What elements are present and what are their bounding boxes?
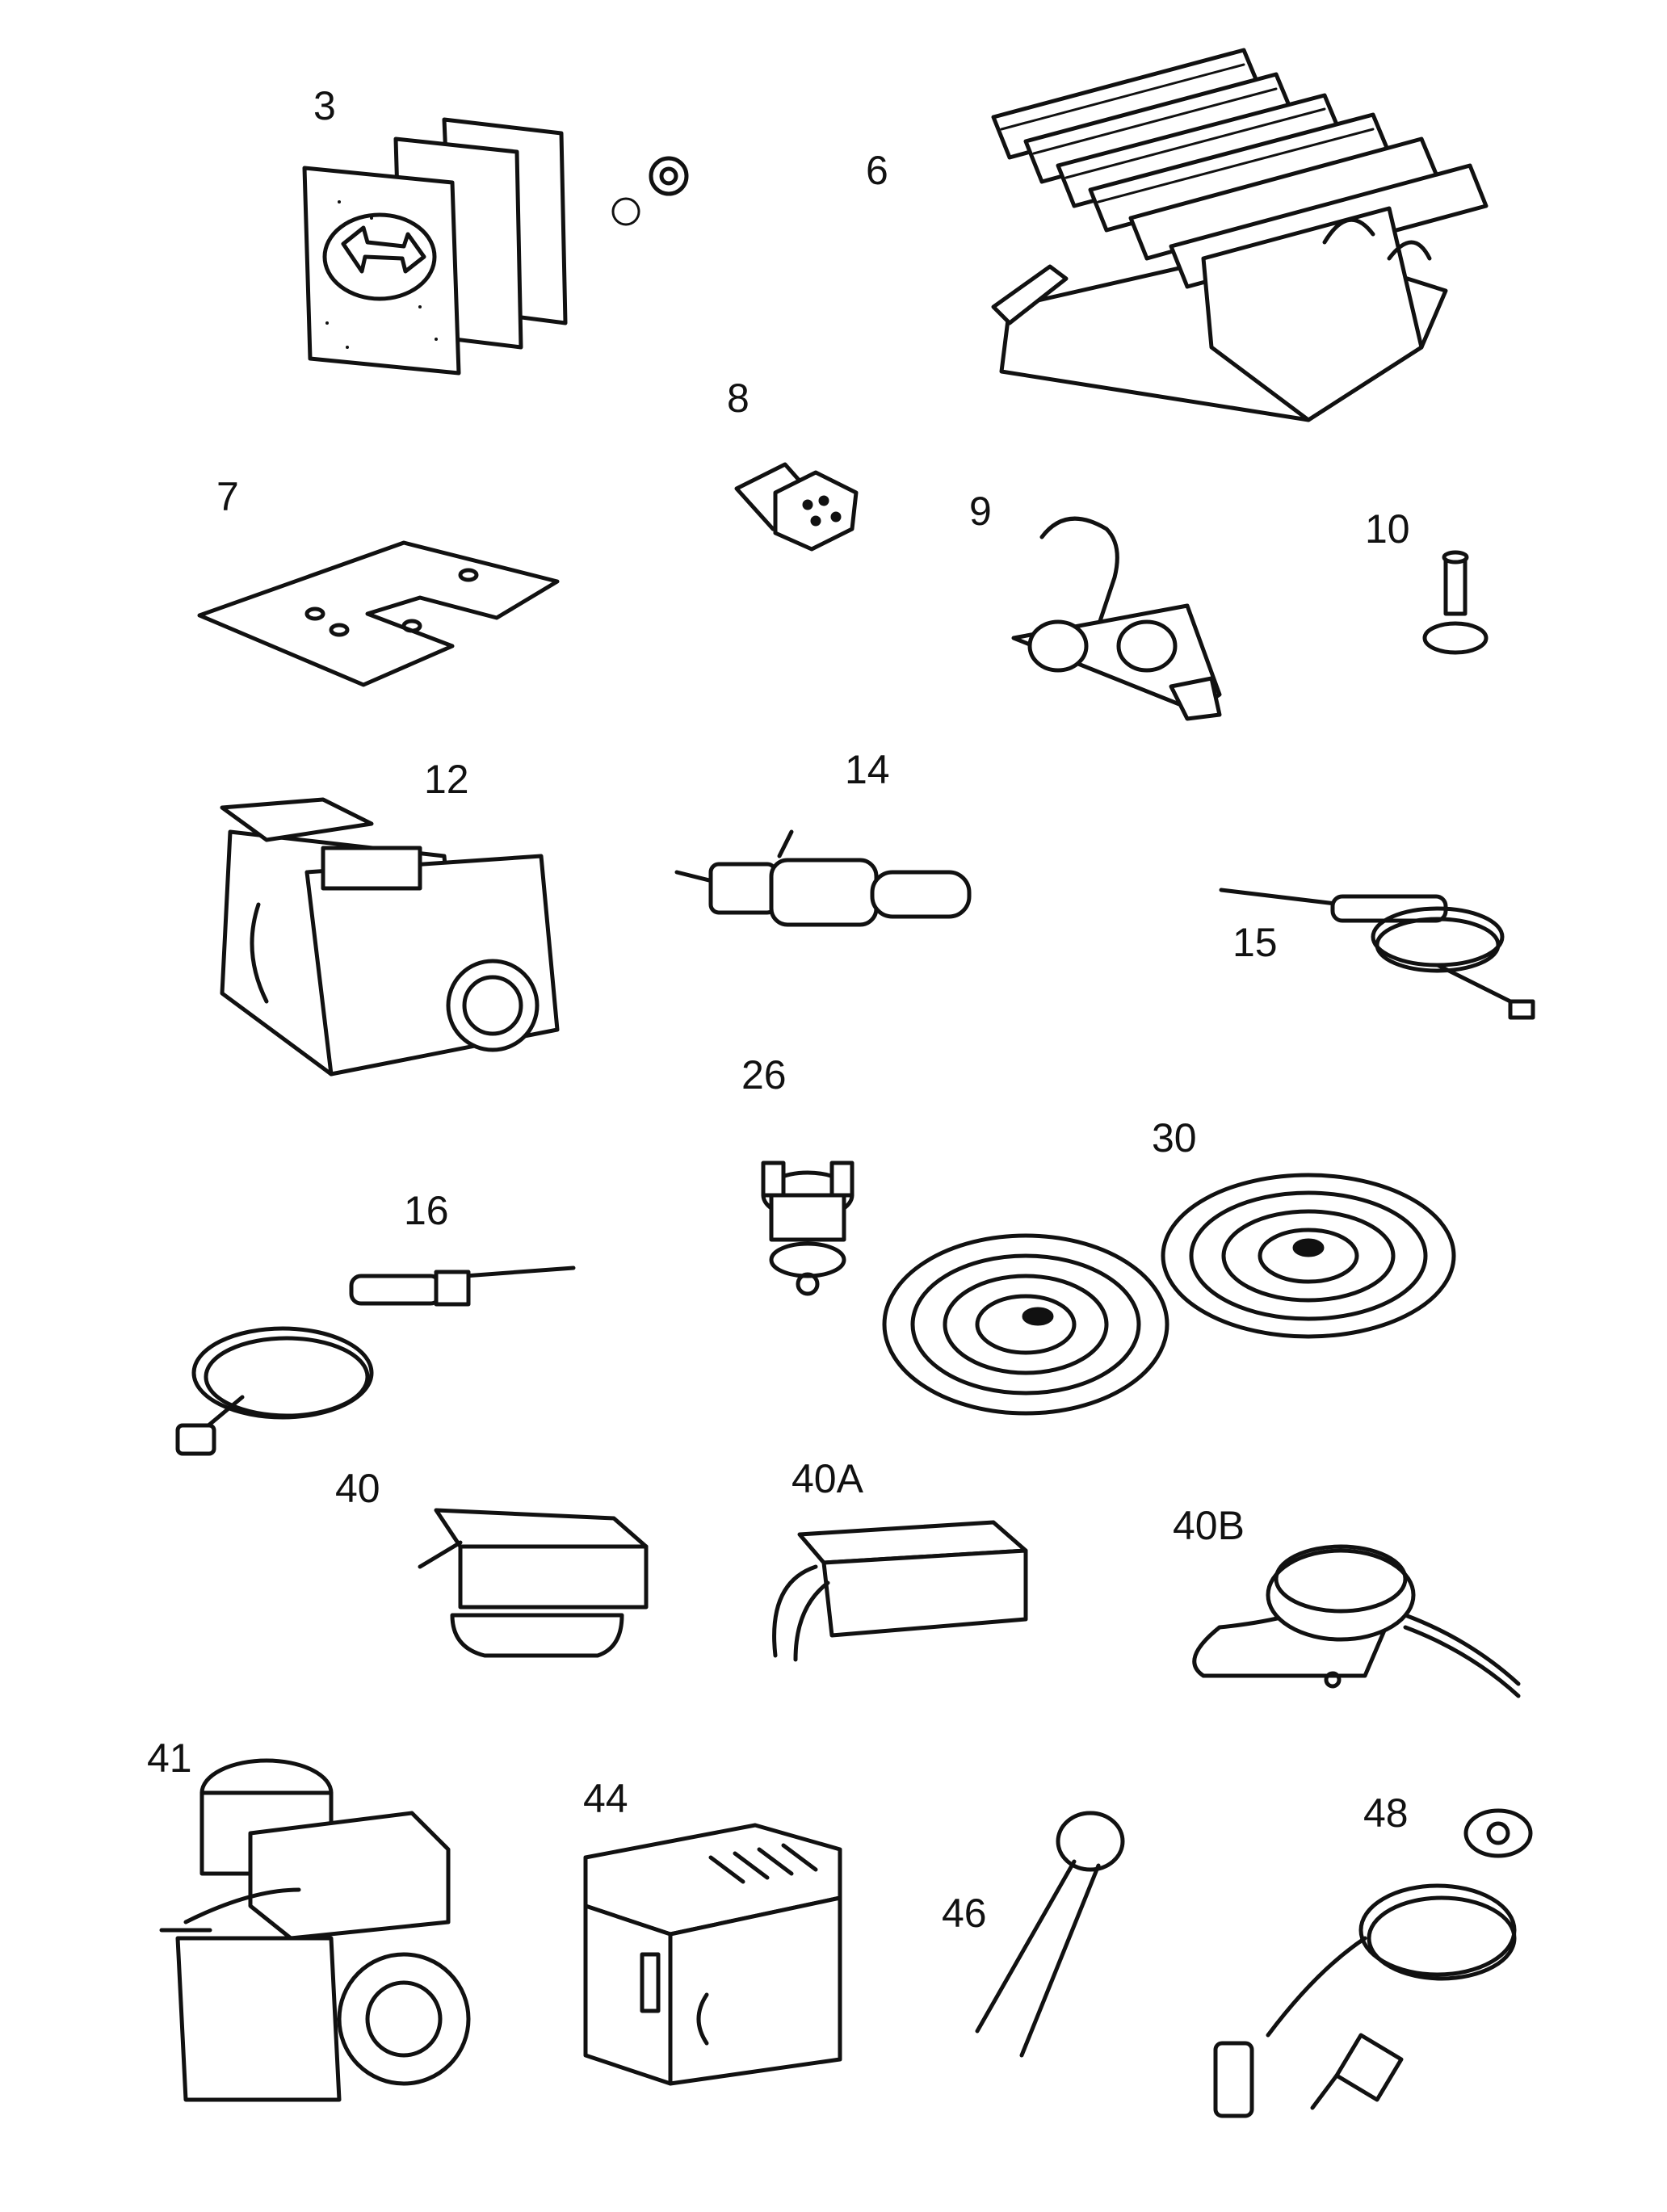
- thermostat-switch-icon: [761, 1161, 854, 1296]
- part-label-6: 6: [866, 148, 888, 193]
- part-label-40: 40: [335, 1466, 380, 1511]
- part-label-3: 3: [313, 83, 336, 128]
- part-label-10: 10: [1365, 506, 1410, 552]
- part-label-44: 44: [583, 1776, 628, 1821]
- valve-actuator-icon: [418, 1508, 649, 1658]
- injector-icon: [734, 462, 859, 552]
- control-box-icon: [583, 1823, 842, 2086]
- part-label-41: 41: [147, 1736, 192, 1781]
- part-label-14: 14: [845, 747, 890, 792]
- part-label-16: 16: [404, 1188, 449, 1233]
- gas-valve-icon: [220, 797, 560, 1077]
- temperature-sensor-icon: [1213, 1808, 1533, 2118]
- part-label-46: 46: [942, 1891, 987, 1936]
- burner-assembly-icon: [991, 48, 1489, 422]
- mounting-plate-icon: [197, 540, 560, 687]
- part-label-48: 48: [1363, 1790, 1409, 1836]
- screw-icon: [1422, 550, 1489, 655]
- part-label-9: 9: [969, 489, 992, 534]
- sensor-pod-icon: [1192, 1544, 1521, 1698]
- gasket-set-icon: [302, 117, 689, 376]
- part-label-30: 30: [1152, 1115, 1197, 1161]
- part-label-15: 15: [1232, 920, 1278, 965]
- thermocouple-icon: [175, 1265, 576, 1456]
- coil-element-icon: [882, 1173, 1456, 1416]
- part-label-40B: 40B: [1173, 1503, 1245, 1548]
- part-label-8: 8: [727, 376, 750, 421]
- part-label-40A: 40A: [792, 1456, 863, 1501]
- pilot-bracket-icon: [1011, 516, 1222, 721]
- part-label-7: 7: [216, 474, 239, 519]
- actuator-head-icon: [772, 1520, 1028, 1662]
- part-label-26: 26: [741, 1052, 787, 1098]
- thermocouple-lead-icon: [1219, 888, 1535, 1020]
- thermistor-icon: [975, 1811, 1125, 2058]
- spark-electrode-icon: [674, 829, 972, 927]
- circulating-pump-icon: [159, 1758, 471, 2102]
- part-label-12: 12: [424, 757, 469, 802]
